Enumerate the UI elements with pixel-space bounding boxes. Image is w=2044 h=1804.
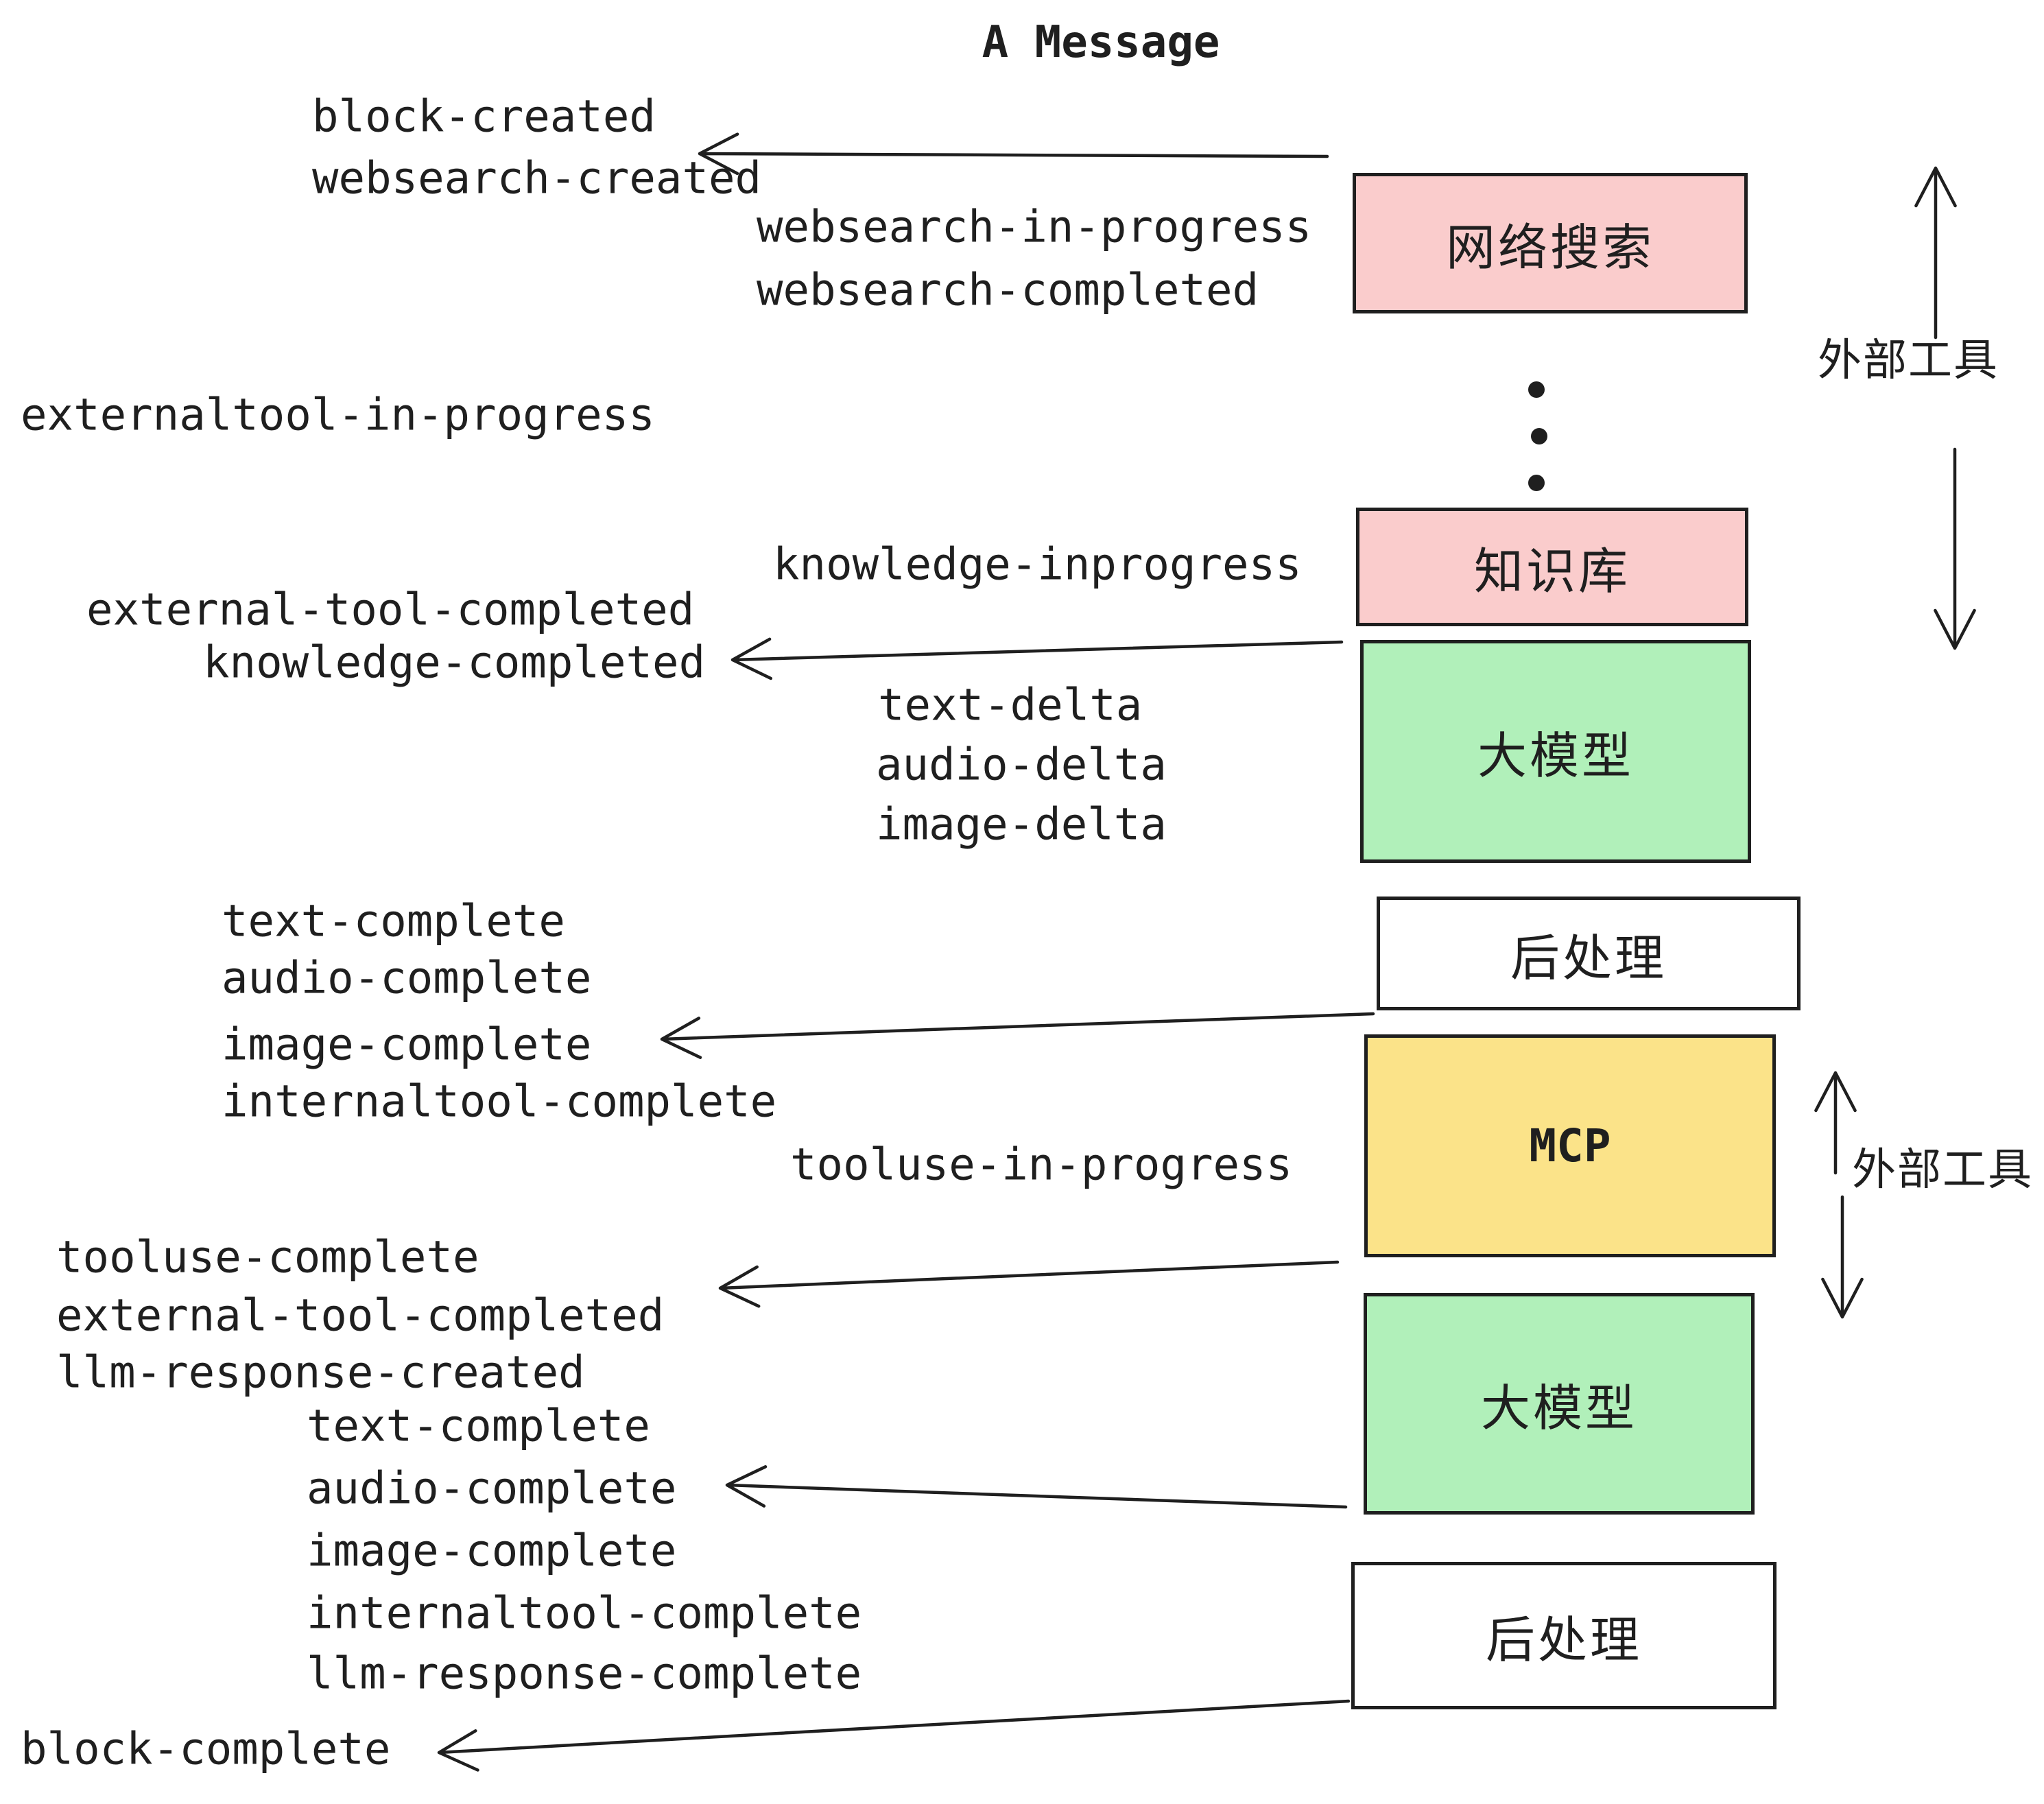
event-label: audio-delta	[876, 739, 1167, 791]
node-box-postprocess-2: 后处理	[1351, 1562, 1776, 1709]
event-label: text-complete	[307, 1401, 650, 1452]
event-label: knowledge-inprogress	[773, 539, 1302, 591]
event-label: audio-complete	[222, 953, 592, 1004]
event-label: internaltool-complete	[222, 1076, 777, 1128]
event-label: websearch-in-progress	[757, 202, 1312, 253]
event-label: internaltool-complete	[307, 1588, 862, 1639]
node-box-llm-1: 大模型	[1360, 640, 1751, 863]
event-label: llm-response-created	[56, 1347, 585, 1399]
arrow-to-websearch-created	[698, 132, 1329, 176]
node-label-websearch: 网络搜索	[1445, 219, 1654, 276]
event-label: audio-complete	[307, 1463, 677, 1515]
node-label-postprocess-2: 后处理	[1485, 1611, 1642, 1669]
event-label: block-complete	[21, 1724, 391, 1775]
side-annotation: 外部工具	[1852, 1145, 2033, 1196]
event-label: externaltool-in-progress	[21, 390, 655, 441]
node-box-mcp: MCP	[1364, 1034, 1776, 1257]
event-label: tooluse-complete	[56, 1232, 479, 1283]
node-label-mcp: MCP	[1529, 1119, 1611, 1172]
node-box-knowledge: 知识库	[1356, 508, 1748, 626]
event-label: external-tool-completed	[56, 1290, 665, 1342]
arrow-to-audio-complete	[725, 1465, 1348, 1509]
arrow-to-external-tool-completed	[718, 1260, 1340, 1308]
node-box-postprocess-1: 后处理	[1377, 897, 1801, 1010]
arrow-to-image-complete	[660, 1012, 1375, 1059]
node-label-llm-2: 大模型	[1480, 1379, 1637, 1437]
event-label: external-tool-completed	[86, 584, 695, 636]
ellipsis-dot	[1528, 475, 1545, 491]
arrow-to-knowledge-completed	[730, 637, 1344, 680]
node-label-llm-1: 大模型	[1477, 727, 1634, 785]
node-label-knowledge: 知识库	[1473, 543, 1630, 600]
node-box-websearch: 网络搜索	[1353, 173, 1748, 313]
arrow-mcp-span-down	[1821, 1195, 1864, 1319]
event-label: image-complete	[222, 1019, 592, 1071]
event-label: knowledge-completed	[203, 637, 706, 689]
event-label: llm-response-complete	[307, 1648, 862, 1700]
arrow-mcp-span-up	[1814, 1071, 1857, 1175]
event-label: image-delta	[876, 799, 1167, 851]
event-label: block-created	[312, 91, 656, 143]
event-label: text-delta	[878, 680, 1143, 731]
node-box-llm-2: 大模型	[1364, 1293, 1755, 1515]
event-label: image-complete	[307, 1526, 677, 1577]
arrow-external-tool-span-down	[1934, 447, 1976, 650]
event-label: tooluse-in-progress	[790, 1139, 1293, 1191]
arrow-external-tool-span-up	[1914, 166, 1957, 340]
diagram-title: A Message	[982, 17, 1220, 68]
event-label: text-complete	[222, 896, 565, 947]
ellipsis-dot	[1528, 381, 1545, 398]
side-annotation: 外部工具	[1818, 335, 1999, 386]
ellipsis-dot	[1531, 428, 1547, 444]
event-label: websearch-created	[312, 153, 762, 204]
arrow-to-block-complete	[437, 1699, 1351, 1772]
node-label-postprocess-1: 后处理	[1510, 929, 1667, 987]
event-label: websearch-completed	[757, 265, 1259, 316]
